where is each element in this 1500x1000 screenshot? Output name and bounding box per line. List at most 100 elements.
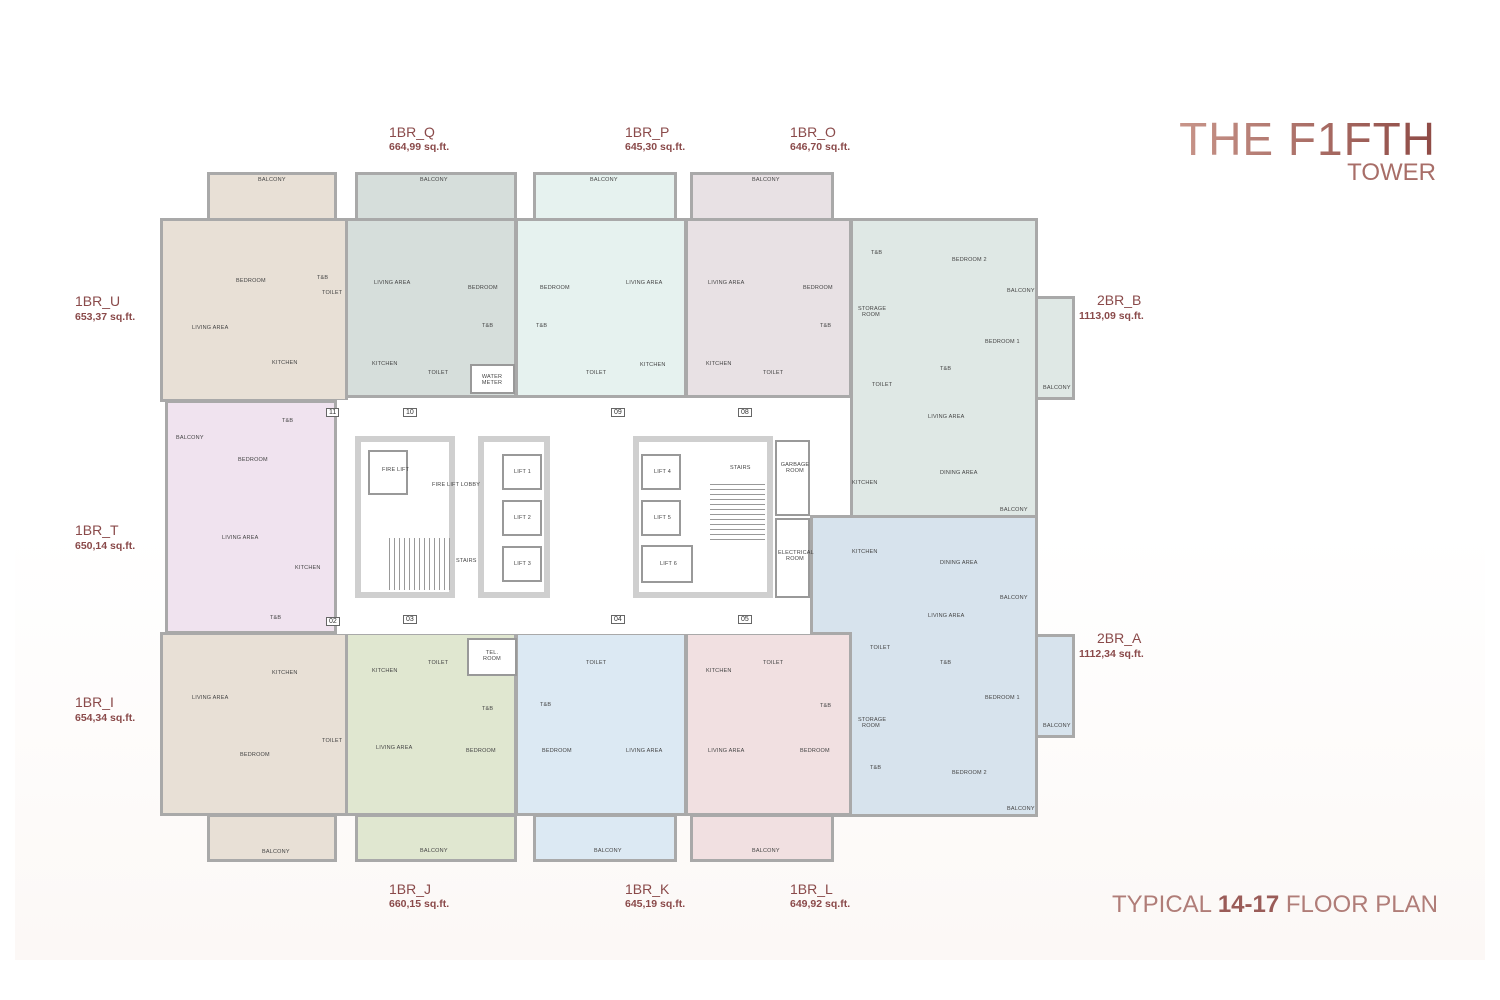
- label-lift-2: LIFT 2: [514, 515, 531, 521]
- unit-code-2br-b: 2BR_B: [1097, 292, 1142, 308]
- project-subtitle: TOWER: [1347, 159, 1436, 186]
- unit-number-09: 09: [611, 408, 625, 417]
- label-lift-3: LIFT 3: [514, 561, 531, 567]
- room-label: KITCHEN: [706, 668, 732, 674]
- lift-2: [502, 500, 542, 536]
- room-label: KITCHEN: [272, 670, 298, 676]
- room-label: T&B: [871, 250, 883, 256]
- room-label: LIVING AREA: [192, 695, 229, 701]
- room-label: DINING AREA: [940, 470, 978, 476]
- room-label: TOILET: [763, 370, 784, 376]
- room-label: TOILET: [763, 660, 784, 666]
- room-label: LIVING AREA: [928, 613, 965, 619]
- room-label: BALCONY: [1000, 595, 1028, 601]
- unit-code-1br-p: 1BR_P: [625, 124, 670, 140]
- unit-1br-i[interactable]: [160, 632, 348, 816]
- room-label: LIVING AREA: [708, 280, 745, 286]
- balcony-1br-k: [533, 814, 677, 862]
- unit-area-2br-a: 1112,34 sq.ft.: [1079, 648, 1144, 660]
- room-label: BALCONY: [752, 848, 780, 854]
- room-label: TOILET: [428, 660, 449, 666]
- room-label: BALCONY: [590, 177, 618, 183]
- room-label: KITCHEN: [640, 362, 666, 368]
- room-label: TOILET: [870, 645, 891, 651]
- room-label: BEDROOM: [540, 285, 570, 291]
- unit-1br-o[interactable]: [685, 218, 852, 398]
- label-water-meter: WATER METER: [481, 374, 503, 386]
- caption-prefix: TYPICAL: [1112, 891, 1212, 918]
- unit-1br-l[interactable]: [685, 632, 852, 816]
- balcony-1br-i: [207, 814, 337, 862]
- balcony-1br-p: [533, 172, 677, 222]
- room-label: TOILET: [322, 290, 343, 296]
- room-label: BALCONY: [1007, 806, 1035, 812]
- unit-area-1br-l: 649,92 sq.ft.: [790, 898, 851, 910]
- unit-number-11: 11: [326, 408, 340, 417]
- label-fire-lift: FIRE LIFT: [382, 467, 410, 473]
- room-label: BALCONY: [752, 177, 780, 183]
- unit-code-1br-q: 1BR_Q: [389, 124, 435, 140]
- unit-code-1br-j: 1BR_J: [389, 881, 432, 897]
- room-label: T&B: [940, 660, 952, 666]
- room-label: BEDROOM 1: [985, 695, 1020, 701]
- room-label: T&B: [270, 615, 282, 621]
- room-label: KITCHEN: [706, 361, 732, 367]
- room-label: KITCHEN: [852, 480, 878, 486]
- room-label: KITCHEN: [372, 668, 398, 674]
- room-label: BEDROOM: [240, 752, 270, 758]
- unit-1br-t[interactable]: [165, 400, 337, 634]
- room-label: TOILET: [428, 370, 449, 376]
- garbage-room: [775, 440, 810, 516]
- label-lift-1: LIFT 1: [514, 469, 531, 475]
- unit-code-1br-k: 1BR_K: [625, 881, 670, 897]
- label-garbage-room: GARBAGE ROOM: [780, 462, 810, 474]
- label-electrical-room: ELECTRICAL ROOM: [778, 550, 814, 562]
- room-label: LIVING AREA: [708, 748, 745, 754]
- room-label: BEDROOM: [468, 285, 498, 291]
- room-label: T&B: [870, 765, 882, 771]
- lift-6: [641, 545, 693, 583]
- unit-area-2br-b: 1113,09 sq.ft.: [1079, 310, 1144, 322]
- room-label: BEDROOM: [238, 457, 268, 463]
- label-stairs-right: STAIRS: [730, 465, 751, 471]
- label-tel-room: TEL. ROOM: [483, 650, 501, 662]
- room-label: TOILET: [586, 370, 607, 376]
- label-lift-5: LIFT 5: [654, 515, 671, 521]
- room-label: KITCHEN: [372, 361, 398, 367]
- unit-number-03: 03: [403, 615, 417, 624]
- unit-area-1br-q: 664,99 sq.ft.: [389, 141, 450, 153]
- room-label: KITCHEN: [852, 549, 878, 555]
- balcony-2br-b: [1035, 296, 1075, 400]
- unit-area-1br-p: 645,30 sq.ft.: [625, 141, 686, 153]
- room-label: BEDROOM: [466, 748, 496, 754]
- caption-floors: 14-17: [1217, 891, 1280, 918]
- room-label: LIVING AREA: [928, 414, 965, 420]
- lift-5: [641, 500, 681, 536]
- room-label: BALCONY: [420, 177, 448, 183]
- room-label: LIVING AREA: [376, 745, 413, 751]
- room-label: T&B: [482, 323, 494, 329]
- room-label: BEDROOM: [800, 748, 830, 754]
- lift-3: [502, 546, 542, 582]
- label-fire-lift-lobby: FIRE LIFT LOBBY: [432, 482, 481, 488]
- room-label: LIVING AREA: [222, 535, 259, 541]
- room-label: BALCONY: [594, 848, 622, 854]
- unit-code-1br-t: 1BR_T: [75, 522, 119, 538]
- balcony-1br-j: [355, 814, 517, 862]
- room-label: BEDROOM 2: [952, 770, 987, 776]
- unit-area-1br-k: 645,19 sq.ft.: [625, 898, 686, 910]
- floor-plan-caption: TYPICAL 14-17 FLOOR PLAN: [1112, 891, 1438, 919]
- water-meter-room: [470, 364, 515, 394]
- unit-1br-u[interactable]: [160, 218, 348, 402]
- unit-number-10: 10: [403, 408, 417, 417]
- unit-number-04: 04: [611, 615, 625, 624]
- caption-suffix: FLOOR PLAN: [1285, 891, 1438, 918]
- unit-number-05: 05: [738, 615, 752, 624]
- balcony-1br-l: [690, 814, 834, 862]
- unit-code-2br-a: 2BR_A: [1097, 630, 1142, 646]
- unit-2br-b[interactable]: [850, 218, 1038, 518]
- unit-code-1br-o: 1BR_O: [790, 124, 836, 140]
- unit-code-1br-i: 1BR_I: [75, 694, 114, 710]
- room-label: BALCONY: [420, 848, 448, 854]
- room-label: T&B: [940, 366, 952, 372]
